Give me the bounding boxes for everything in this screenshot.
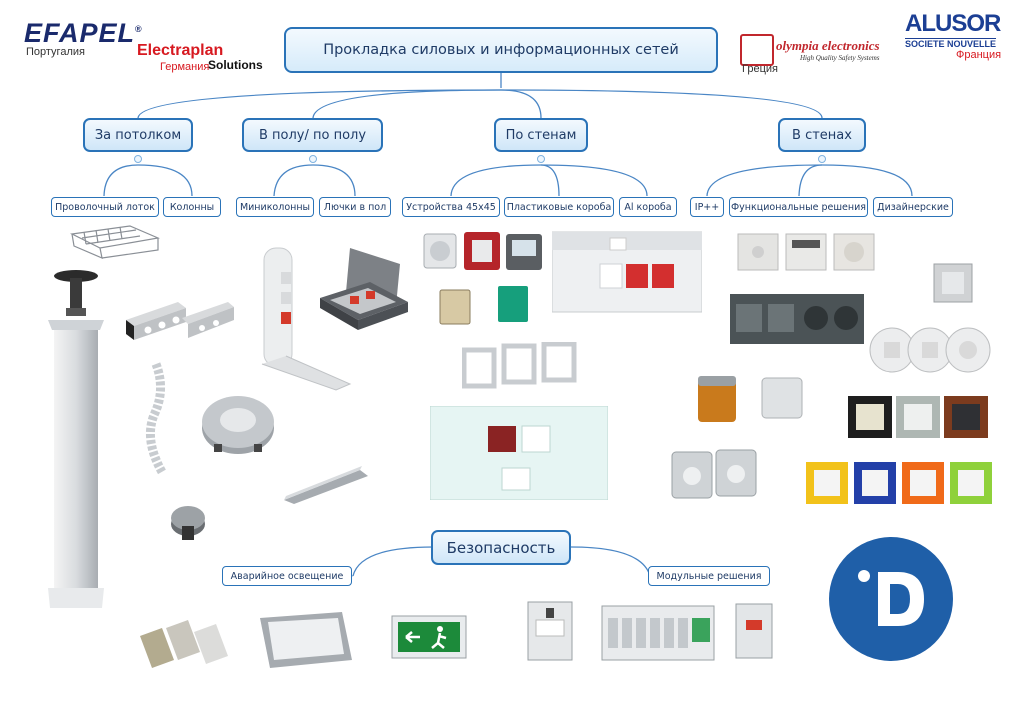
plastic-duct-icon bbox=[552, 231, 702, 313]
designer-frames-icon bbox=[848, 396, 988, 438]
branch-on-walls[interactable]: По стенам bbox=[494, 118, 588, 152]
column-icon bbox=[48, 270, 104, 608]
floor-outlet-icon bbox=[202, 396, 274, 454]
leaf-al-ducts[interactable]: Al короба bbox=[619, 197, 677, 217]
efapel-logo: EFAPEL® bbox=[24, 18, 143, 48]
branch-safety[interactable]: Безопасность bbox=[431, 530, 571, 565]
olympia-logo: olympia electronics bbox=[776, 38, 880, 53]
branch-dot bbox=[818, 155, 826, 163]
power-strip-icon bbox=[126, 302, 234, 340]
electraplan-suffix: Solutions bbox=[208, 58, 263, 72]
branch-floor[interactable]: В полу/ по полу bbox=[242, 118, 383, 152]
electraplan-logo: Electraplan bbox=[137, 42, 224, 59]
breaker-icon bbox=[735, 603, 773, 659]
leaf-plastic-ducts[interactable]: Пластиковые короба bbox=[504, 197, 614, 217]
branch-ceiling[interactable]: За потолком bbox=[83, 118, 193, 152]
branch-dot bbox=[309, 155, 317, 163]
ip-sockets-icon bbox=[698, 376, 803, 422]
color-frames-icon bbox=[806, 462, 992, 504]
main-title: Прокладка силовых и информационных сетей bbox=[284, 27, 718, 73]
leaf-floor-boxes[interactable]: Лючки в пол bbox=[319, 197, 391, 217]
d-logo-icon bbox=[829, 537, 953, 661]
olympia-country: Греция bbox=[742, 63, 778, 75]
leaf-devices-45x45[interactable]: Устройства 45х45 bbox=[402, 197, 500, 217]
al-profile-icon bbox=[284, 466, 368, 504]
switch-icon bbox=[933, 263, 973, 303]
socket-icon bbox=[423, 232, 542, 325]
leaf-ip[interactable]: IP++ bbox=[690, 197, 724, 217]
dark-panel-icon bbox=[730, 294, 864, 344]
branch-dot bbox=[134, 155, 142, 163]
floor-box-icon bbox=[320, 248, 408, 330]
branch-in-walls[interactable]: В стенах bbox=[778, 118, 866, 152]
leaf-designer[interactable]: Дизайнерские bbox=[873, 197, 953, 217]
rcd-breaker-icon bbox=[527, 601, 573, 661]
thermostat-icon bbox=[737, 233, 875, 271]
emergency-panel-icon bbox=[260, 612, 352, 668]
cable-tray-icon bbox=[70, 225, 160, 260]
outdoor-sockets-icon bbox=[671, 449, 757, 499]
cable-spine-icon bbox=[145, 362, 166, 475]
alusor-logo: ALUSOR bbox=[905, 10, 1001, 37]
efapel-country: Португалия bbox=[26, 46, 85, 58]
duct-panel-icon bbox=[430, 406, 608, 500]
branch-dot bbox=[537, 155, 545, 163]
leaf-functional[interactable]: Функциональные решения bbox=[729, 197, 868, 217]
leaf-modular-solutions[interactable]: Модульные решения bbox=[648, 566, 770, 586]
minicolumn-icon bbox=[261, 247, 352, 391]
olympia-tagline: High Quality Safety Systems bbox=[800, 54, 880, 62]
emergency-lamps-icon bbox=[140, 620, 228, 668]
leaf-minicolumns[interactable]: Миниколонны bbox=[236, 197, 314, 217]
exit-sign-icon bbox=[391, 615, 467, 659]
round-switches-icon bbox=[869, 327, 991, 373]
modular-panel-icon bbox=[601, 605, 715, 661]
olympia-emblem-icon bbox=[740, 34, 774, 66]
alusor-country: Франция bbox=[956, 49, 1002, 61]
frames-icon bbox=[462, 342, 577, 389]
leaf-emergency-lighting[interactable]: Аварийное освещение bbox=[222, 566, 352, 586]
alusor-tagline: SOCIETE NOUVELLE bbox=[905, 38, 997, 49]
leaf-columns[interactable]: Колонны bbox=[163, 197, 221, 217]
floor-socket-icon bbox=[171, 506, 205, 540]
leaf-wire-tray[interactable]: Проволочный лоток bbox=[51, 197, 159, 217]
electraplan-country: Германия bbox=[160, 61, 210, 73]
